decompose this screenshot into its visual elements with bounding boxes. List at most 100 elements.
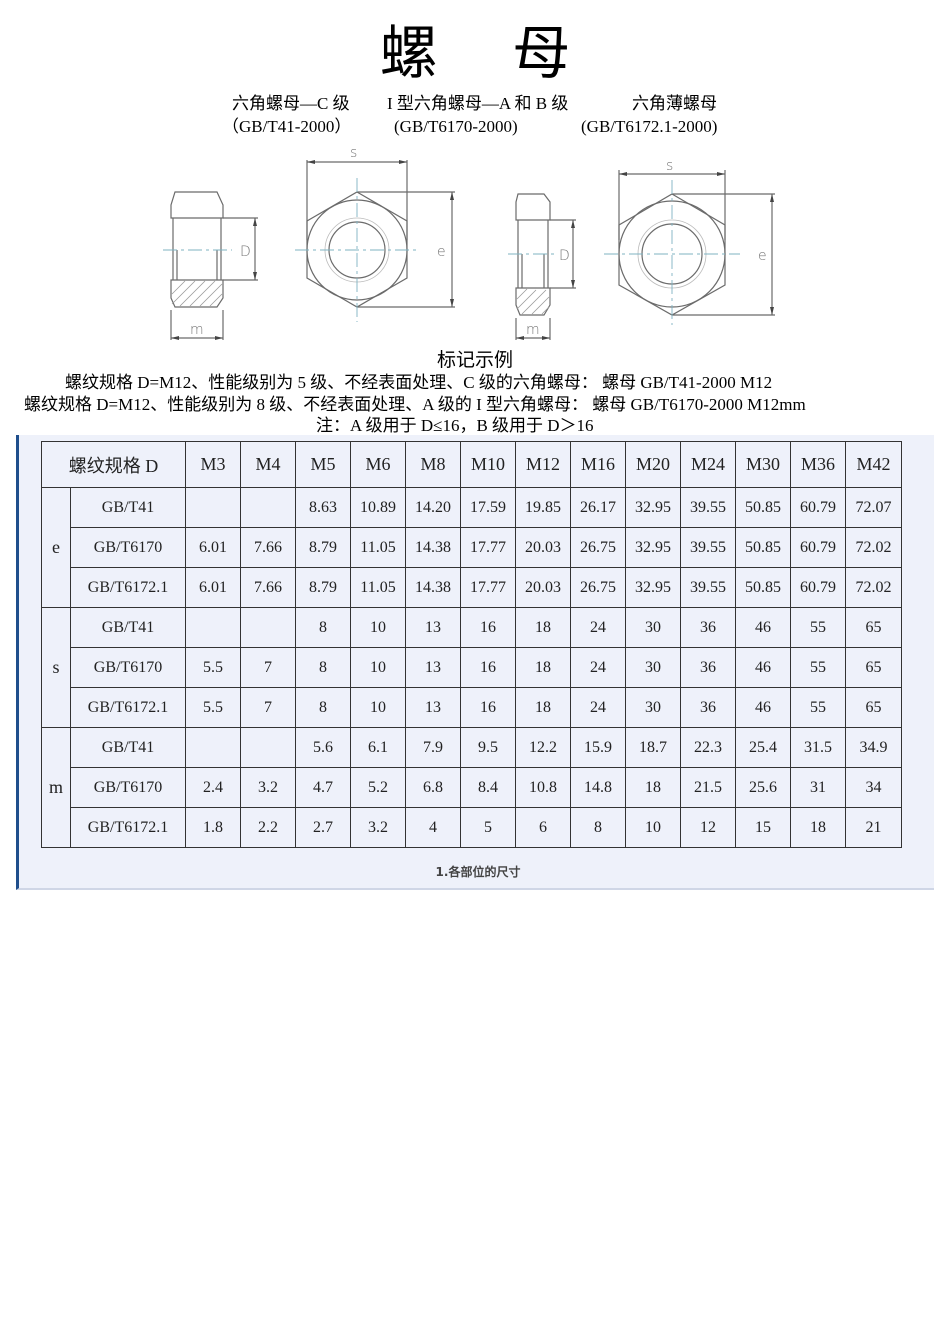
value-cell: 34.9: [845, 727, 902, 768]
value-cell: 22.3: [680, 727, 736, 768]
standard-cell: GB/T6172.1: [70, 687, 186, 728]
standard-cell: GB/T41: [70, 487, 186, 528]
value-cell: 72.02: [845, 527, 902, 568]
value-cell: 55: [790, 687, 846, 728]
value-cell: 4: [405, 807, 461, 848]
value-cell: 5.5: [185, 647, 241, 688]
standard-gbt6170: (GB/T6170-2000): [394, 117, 518, 136]
value-cell: 25.4: [735, 727, 791, 768]
value-cell: 3.2: [350, 807, 406, 848]
value-cell: 1.8: [185, 807, 241, 848]
header-col: M3: [185, 441, 241, 488]
value-cell: 50.85: [735, 527, 791, 568]
value-cell: 14.8: [570, 767, 626, 808]
value-cell: 7.9: [405, 727, 461, 768]
value-cell: [185, 487, 241, 528]
value-cell: 39.55: [680, 487, 736, 528]
nut-side-view-1: [170, 191, 258, 340]
value-cell: 8.79: [295, 527, 351, 568]
value-cell: 65: [845, 647, 902, 688]
label-D-1: D: [240, 244, 251, 260]
value-cell: 30: [625, 647, 681, 688]
value-cell: 17.77: [460, 527, 516, 568]
value-cell: 6.1: [350, 727, 406, 768]
standard-gbt41: （GB/T41-2000）: [222, 117, 352, 136]
header-col: M42: [845, 441, 902, 488]
value-cell: 10: [350, 607, 406, 648]
value-cell: 32.95: [625, 567, 681, 608]
value-cell: 72.02: [845, 567, 902, 608]
nut-front-view-2: [618, 170, 775, 316]
value-cell: 13: [405, 607, 461, 648]
value-cell: 6.01: [185, 567, 241, 608]
value-cell: 10: [350, 687, 406, 728]
value-cell: 31.5: [790, 727, 846, 768]
label-D-2: D: [559, 248, 570, 264]
value-cell: 5.2: [350, 767, 406, 808]
value-cell: 14.38: [405, 527, 461, 568]
value-cell: 55: [790, 607, 846, 648]
group-label-m: m: [41, 727, 71, 848]
value-cell: 50.85: [735, 487, 791, 528]
value-cell: 14.38: [405, 567, 461, 608]
value-cell: 60.79: [790, 567, 846, 608]
value-cell: 30: [625, 687, 681, 728]
value-cell: 15.9: [570, 727, 626, 768]
value-cell: 60.79: [790, 527, 846, 568]
header-col: M12: [515, 441, 571, 488]
value-cell: 7.66: [240, 567, 296, 608]
value-cell: [185, 727, 241, 768]
nut-side-view-2: [515, 193, 576, 340]
standard-cell: GB/T6172.1: [70, 807, 186, 848]
value-cell: 20.03: [515, 527, 571, 568]
value-cell: 24: [570, 687, 626, 728]
group-label-e: e: [41, 487, 71, 608]
value-cell: 9.5: [460, 727, 516, 768]
value-cell: 24: [570, 647, 626, 688]
value-cell: 32.95: [625, 527, 681, 568]
subtitle-type1: I 型六角螺母—A 和 B 级: [387, 94, 569, 113]
value-cell: 5: [460, 807, 516, 848]
value-cell: 8: [295, 647, 351, 688]
marking-example-heading: 标记示例: [436, 350, 513, 371]
value-cell: 12: [680, 807, 736, 848]
value-cell: 18: [790, 807, 846, 848]
value-cell: 26.75: [570, 527, 626, 568]
value-cell: 2.7: [295, 807, 351, 848]
value-cell: 5.6: [295, 727, 351, 768]
table-caption: 1.各部位的尺寸: [435, 865, 521, 879]
page-title: 螺 母: [379, 19, 599, 87]
label-e-2: e: [758, 248, 767, 264]
value-cell: 31: [790, 767, 846, 808]
label-m-2: m: [526, 322, 540, 338]
value-cell: 17.59: [460, 487, 516, 528]
label-s-2: s: [666, 158, 673, 174]
marking-example-note: 注：A 级用于 D≤16，B 级用于 D＞16: [316, 416, 594, 435]
value-cell: 10.89: [350, 487, 406, 528]
marking-example-line-1: 螺纹规格 D=M12、性能级别为 5 级、不经表面处理、C 级的六角螺母： 螺母…: [65, 373, 773, 392]
dimension-table: 螺纹规格 D M3 M4 M5 M6 M8 M10 M12 M16 M20 M2…: [41, 441, 902, 848]
value-cell: 21: [845, 807, 902, 848]
standard-cell: GB/T6170: [70, 767, 186, 808]
value-cell: 34: [845, 767, 902, 808]
value-cell: [240, 607, 296, 648]
value-cell: 25.6: [735, 767, 791, 808]
value-cell: 4.7: [295, 767, 351, 808]
header-col: M5: [295, 441, 351, 488]
header-col: M24: [680, 441, 736, 488]
header-col: M4: [240, 441, 296, 488]
value-cell: 55: [790, 647, 846, 688]
header-col: M10: [460, 441, 516, 488]
header-thread-spec: 螺纹规格 D: [41, 441, 186, 488]
value-cell: 36: [680, 647, 736, 688]
value-cell: 2.4: [185, 767, 241, 808]
standard-cell: GB/T6170: [70, 647, 186, 688]
value-cell: 39.55: [680, 567, 736, 608]
nut-front-view-1: [306, 160, 455, 308]
value-cell: [240, 727, 296, 768]
value-cell: 13: [405, 687, 461, 728]
value-cell: 50.85: [735, 567, 791, 608]
value-cell: 16: [460, 687, 516, 728]
